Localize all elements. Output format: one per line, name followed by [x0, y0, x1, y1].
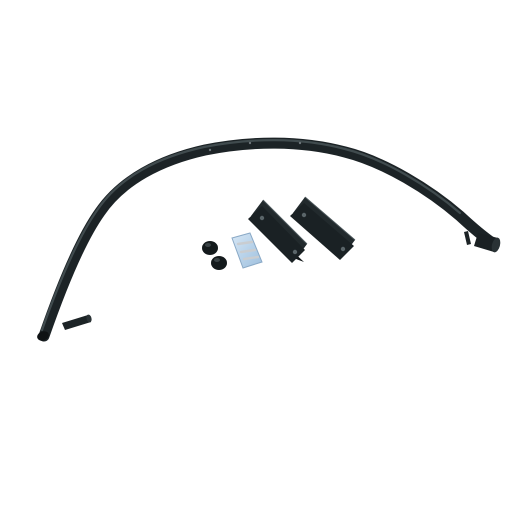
bracket-back-hole: [340, 246, 346, 252]
rubber-cap-top: [202, 241, 218, 255]
arch-rod-hole: [208, 148, 212, 152]
arch-rod-left-peg: [62, 315, 91, 330]
arch-rod-hole: [248, 141, 252, 145]
bracket-back-edge: [304, 196, 356, 241]
bracket-front-plate: [248, 206, 305, 263]
screw: [239, 248, 257, 254]
arch-rod-left-peg-end: [86, 314, 92, 323]
arch-rod: [37, 137, 501, 342]
arch-rod-tube: [38, 137, 500, 342]
arch-rod-highlight: [40, 139, 462, 332]
bracket-front-hole: [259, 215, 265, 221]
rubber-cap-bottom: [211, 256, 227, 270]
bracket-front-hole: [292, 249, 298, 255]
bracket-front: [248, 199, 308, 263]
bracket-back-hole: [301, 212, 307, 218]
arch-rod-left-end: [37, 331, 49, 341]
arch-rod-end-cap: [491, 237, 501, 253]
hardware-packet: [231, 232, 263, 269]
arch-rod-right-peg: [464, 231, 471, 245]
arch-rod-hole: [298, 141, 302, 145]
screw: [242, 255, 260, 261]
screw: [236, 240, 254, 246]
bracket-front-edge: [262, 199, 308, 245]
bracket-back: [290, 196, 356, 260]
bracket-back-plate: [290, 203, 354, 260]
